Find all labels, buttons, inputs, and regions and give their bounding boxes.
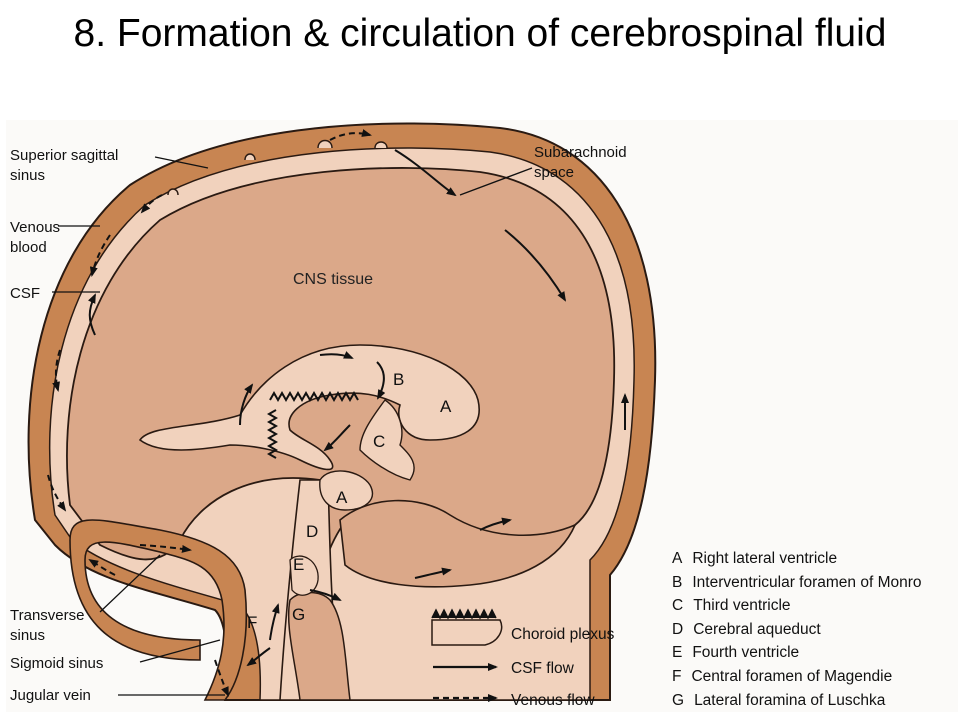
leader-lines <box>52 156 533 696</box>
letter-a-lower: A <box>336 488 348 507</box>
label-venous-2: blood <box>10 239 47 256</box>
letter-e: E <box>293 555 304 574</box>
csf-flow-arrows <box>87 149 630 667</box>
label-superior-sagittal-1: Superior sagittal <box>10 147 118 164</box>
choroid-plexus-swatch <box>431 619 503 646</box>
label-csf: CSF <box>10 285 40 302</box>
legend-venous-flow-label: Venous flow <box>511 692 595 709</box>
letter-f: F <box>247 613 257 632</box>
cerebellum <box>339 499 577 588</box>
legend-csf-flow-label: CSF flow <box>511 660 575 677</box>
label-superior-sagittal-2: sinus <box>10 167 45 184</box>
letter-d: D <box>306 522 318 541</box>
letter-a-upper: A <box>440 397 452 416</box>
transverse-sinus <box>69 519 248 701</box>
letter-b: B <box>393 370 404 389</box>
venous-flow-arrows <box>47 129 372 697</box>
arachnoid-granulations <box>167 139 388 196</box>
label-sigmoid: Sigmoid sinus <box>10 655 103 672</box>
label-cns-tissue: CNS tissue <box>293 271 373 288</box>
label-jugular: Jugular vein <box>10 687 91 704</box>
lateral-ventricle <box>138 344 480 471</box>
label-venous-1: Venous <box>10 219 60 236</box>
choroid-plexus-ventricle <box>269 390 359 403</box>
label-subarachnoid-2: space <box>534 164 574 181</box>
slide-title: 8. Formation & circulation of cerebrospi… <box>73 12 887 55</box>
legend-choroid-label: Choroid plexus <box>511 626 615 643</box>
letter-g: G <box>292 605 305 624</box>
choroid-plexus-ventricle-lower <box>266 409 279 459</box>
fourth-ventricle <box>289 555 319 596</box>
label-transverse-2: sinus <box>10 627 45 644</box>
label-transverse-1: Transverse <box>10 607 84 624</box>
spinal-cord <box>287 591 351 701</box>
choroid-plexus-swatch-teeth <box>431 608 497 620</box>
symbol-legend: Choroid plexus CSF flow Venous flow <box>431 608 615 709</box>
third-ventricle <box>359 399 415 481</box>
temporal-horn <box>319 470 373 511</box>
label-subarachnoid-1: Subarachnoid <box>534 144 627 161</box>
letter-c: C <box>373 432 385 451</box>
